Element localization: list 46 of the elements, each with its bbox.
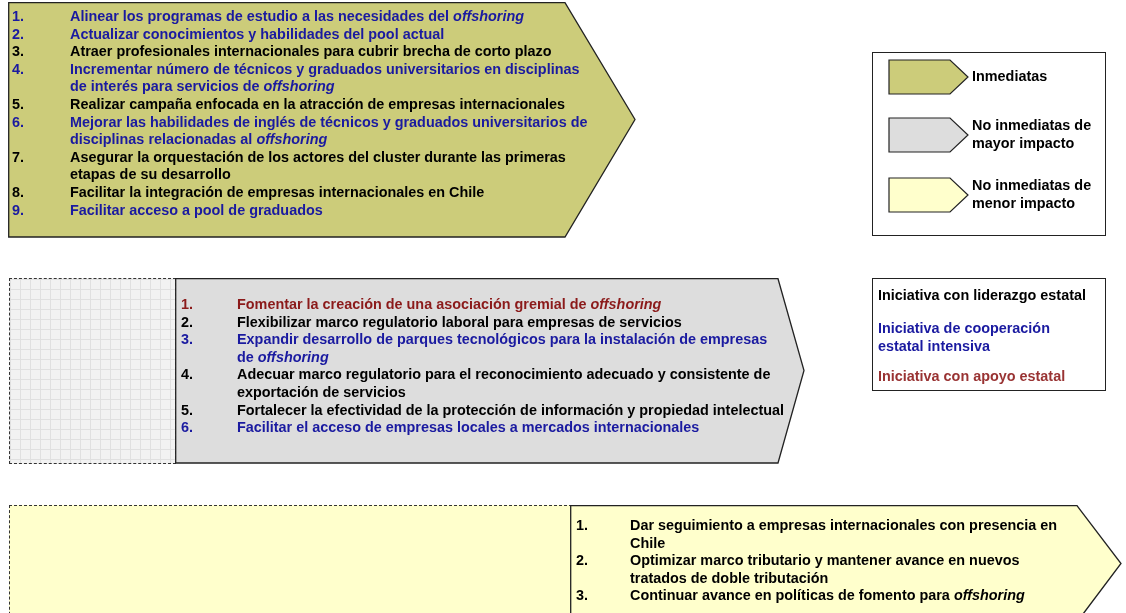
item-number: 3. (576, 587, 589, 605)
legend-label: Iniciativa de cooperación estatal intensiva (878, 320, 1051, 356)
item-number: 4. (181, 366, 194, 385)
arrow-band (8, 2, 636, 238)
legend-label: Inmediatas (972, 68, 1049, 86)
dashed-box (9, 278, 176, 464)
initiative-text: Incrementar número de técnicos y graduados universitarios en disciplinas de interés para servicios de offshoring (70, 60, 581, 96)
initiative-text: Continuar avance en políticas de fomento para offshoring (630, 587, 1026, 605)
initiative-text: Asegurar la orquestación de los actores del cluster durante las primeras etapas de su desarrollo (70, 148, 567, 184)
initiative-text: Flexibilizar marco regulatorio laboral para empresas de servicios (237, 313, 683, 332)
legend-label: Iniciativa con liderazgo estatal (878, 287, 1087, 305)
initiative-text: Realizar campaña enfocada en la atracción de empresas internacionales (70, 95, 567, 114)
item-number: 1. (576, 517, 589, 535)
item-number: 1. (181, 296, 194, 314)
initiative-text: Fortalecer la efectividad de la protección de información y propiedad intelectual (237, 401, 785, 420)
item-number: 2. (12, 25, 25, 44)
arrow-band (570, 505, 1122, 613)
item-number: 5. (181, 401, 194, 420)
initiative-text: Dar seguimiento a empresas internacionales con presencia en Chile (630, 517, 1059, 553)
item-number: 9. (12, 201, 25, 220)
initiative-text: Facilitar acceso a pool de graduados (70, 201, 324, 220)
item-number: 2. (576, 552, 589, 571)
initiative-text: Actualizar conocimientos y habilidades del pool actual (70, 25, 446, 44)
legend-label: Iniciativa con apoyo estatal (878, 368, 1067, 386)
item-number: 4. (12, 60, 25, 79)
item-number: 3. (12, 43, 25, 61)
legend-label: No inmediatas de menor impacto (972, 177, 1092, 213)
item-number: 6. (12, 113, 25, 132)
dashed-box (9, 505, 572, 613)
item-number: 3. (181, 331, 194, 350)
initiative-text: Mejorar las habilidades de inglés de técnicos y graduados universitarios de disciplinas relacionadas al offshoring (70, 113, 589, 149)
arrow-band (175, 278, 805, 464)
item-number: 6. (181, 419, 194, 437)
initiative-text: Fomentar la creación de una asociación gremial de offshoring (237, 296, 663, 314)
item-number: 5. (12, 95, 25, 114)
item-number: 2. (181, 313, 194, 332)
initiative-text: Facilitar la integración de empresas internacionales en Chile (70, 183, 486, 202)
item-number: 1. (12, 8, 25, 26)
legend-label: No inmediatas de mayor impacto (972, 117, 1092, 153)
item-number: 8. (12, 183, 25, 202)
initiative-text: Facilitar el acceso de empresas locales a mercados internacionales (237, 419, 701, 437)
initiative-text: Expandir desarrollo de parques tecnológicos para la instalación de empresas de offshoring (237, 331, 769, 367)
initiative-text: Alinear los programas de estudio a las necesidades del offshoring (70, 8, 525, 26)
item-number: 7. (12, 148, 25, 167)
initiative-text: Adecuar marco regulatorio para el reconocimiento adecuado y consistente de exportación de servicios (237, 366, 772, 402)
initiative-text: Atraer profesionales internacionales para cubrir brecha de corto plazo (70, 43, 553, 61)
